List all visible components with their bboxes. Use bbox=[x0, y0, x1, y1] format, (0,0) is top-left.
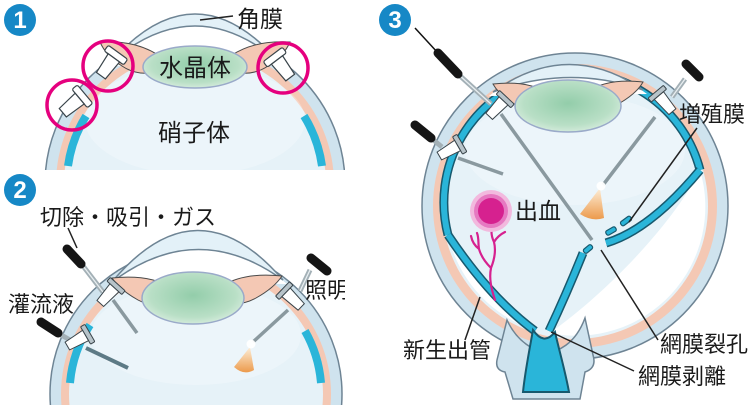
detached-retina-left bbox=[445, 233, 537, 334]
proliferative-membrane-fragments bbox=[582, 215, 633, 254]
proliferative-membrane-label: 増殖膜 bbox=[679, 102, 745, 127]
cutter-tip-shaft bbox=[499, 112, 594, 242]
panel-step1: 角膜 水晶体 硝子体 1 bbox=[4, 4, 345, 170]
retina-right bbox=[300, 113, 326, 167]
panel-step3: 増殖膜 出血 新生出管 網膜裂孔 網膜剥離 3 bbox=[379, 4, 748, 400]
light-pipe-handle bbox=[306, 253, 332, 276]
retinal-tear-gap bbox=[546, 251, 586, 333]
entry-site-highlight-circle bbox=[45, 78, 99, 132]
irrigation-instrument bbox=[410, 120, 504, 176]
neovascularization bbox=[469, 224, 507, 302]
irrigation-handle bbox=[36, 317, 63, 338]
cornea-shape bbox=[492, 63, 644, 93]
detached-retina-right bbox=[605, 168, 703, 246]
step2-badge: 2 bbox=[4, 174, 36, 206]
light-cone bbox=[580, 188, 604, 220]
light-pipe-handle bbox=[681, 59, 704, 82]
retina-right bbox=[301, 329, 325, 384]
light-pipe-instrument bbox=[234, 253, 332, 373]
retina-left bbox=[64, 113, 90, 167]
leader-lines bbox=[464, 127, 698, 372]
cutter-leader-line bbox=[67, 227, 78, 249]
membrane-leader-line bbox=[628, 127, 698, 223]
step1-badge: 1 bbox=[4, 4, 36, 36]
lens-shape bbox=[141, 271, 245, 325]
cutter-tip-shaft bbox=[111, 298, 139, 335]
irrigation-label: 灌流液 bbox=[8, 292, 74, 317]
cornea-shape bbox=[111, 229, 284, 283]
entry-site-highlight-circle bbox=[256, 41, 310, 95]
cutter-handle bbox=[62, 244, 86, 269]
irrigation-handle bbox=[410, 120, 436, 143]
subretinal-space-right bbox=[550, 170, 706, 336]
lens-shape bbox=[142, 45, 248, 89]
light-glow bbox=[596, 181, 606, 191]
irrigation-tube bbox=[85, 346, 129, 370]
retinal-tear-label: 網膜裂孔 bbox=[660, 332, 748, 357]
step3-number: 3 bbox=[388, 7, 401, 34]
light-pipe-shaft bbox=[251, 308, 290, 344]
entry-site-highlight-circle bbox=[81, 39, 135, 93]
vessels-leader-line bbox=[464, 296, 481, 341]
cutter-handle bbox=[433, 48, 463, 79]
trocars-step1 bbox=[45, 39, 310, 132]
tear-leader-line bbox=[600, 249, 659, 341]
cutter-instrument bbox=[414, 27, 594, 242]
irrigation-tube bbox=[457, 156, 504, 176]
irrigation-instrument bbox=[36, 317, 129, 370]
lens-shape bbox=[514, 79, 622, 133]
eye-cross-section-2 bbox=[49, 229, 343, 405]
hemorrhage-spot bbox=[470, 190, 512, 232]
light-cone bbox=[234, 347, 254, 373]
eye-cross-section-3 bbox=[421, 52, 729, 400]
retinal-detachment-label: 網膜剥離 bbox=[638, 364, 726, 389]
illumination-label: 照明 bbox=[305, 278, 345, 303]
optic-nerve bbox=[495, 315, 595, 400]
step3-badge: 3 bbox=[379, 4, 411, 36]
cornea-label: 角膜 bbox=[237, 6, 283, 32]
light-pipe-instrument bbox=[580, 59, 704, 220]
vitreous-label: 硝子体 bbox=[158, 120, 230, 147]
panel-step2: 切除・吸引・ガス 灌流液 照明 2 bbox=[4, 174, 345, 405]
step2-number: 2 bbox=[13, 177, 26, 204]
lens-label: 水晶体 bbox=[159, 55, 231, 82]
light-glow bbox=[246, 339, 256, 349]
new-vessels-label: 新生出管 bbox=[403, 338, 491, 363]
cutter-instrument bbox=[62, 244, 139, 335]
hemorrhage-label: 出血 bbox=[515, 198, 561, 224]
light-pipe-shaft bbox=[601, 115, 657, 187]
step1-number: 1 bbox=[13, 7, 26, 34]
cutter-label: 切除・吸引・ガス bbox=[40, 205, 216, 230]
detachment-leader-line bbox=[550, 331, 635, 372]
cornea-leader-line bbox=[199, 15, 234, 21]
